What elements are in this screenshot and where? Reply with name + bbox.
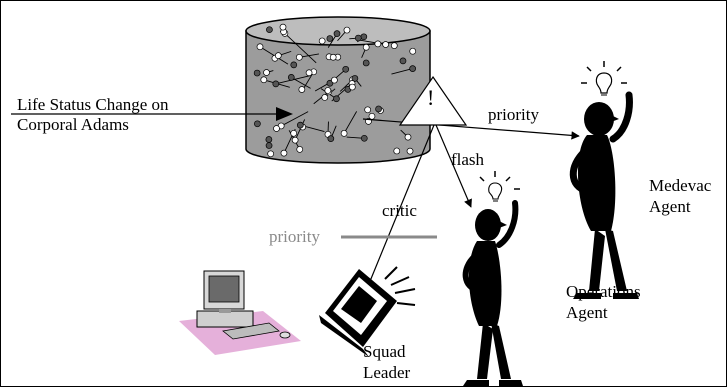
desktop-computer-icon [179,270,301,355]
database-node [291,136,299,144]
database-node [333,95,340,103]
database-node [326,35,334,42]
alert-mark: ! [427,85,435,110]
database-node [348,83,356,91]
database-node [265,136,273,143]
database-node [290,61,298,69]
operations-agent-label-line-1: Operations [566,282,641,301]
database-icon [245,16,431,164]
database-node [360,134,368,142]
database-node [368,112,376,120]
database-node [382,41,390,48]
flash-label: flash [451,150,485,169]
database-link [291,76,311,89]
database-node [260,76,268,84]
database-node [354,34,362,42]
database-node [321,94,329,101]
database-node [364,106,372,114]
database-node [406,147,414,155]
flash-arrow-operations [435,124,472,208]
squad-leader-label-line-2: Leader [363,363,411,382]
event-input-arrowhead [276,107,293,121]
database-node [256,43,264,51]
squad-leader-label-line-1: Squad [363,342,406,361]
operations-agent-label-line-2: Agent [566,303,608,322]
database-node [327,135,335,143]
database-node [375,105,382,113]
database-node [266,26,273,34]
database-node-network [253,23,417,158]
database-node [374,40,382,48]
database-node [340,129,348,137]
critic-label: critic [382,201,417,220]
operations-agent-figure-icon [462,171,523,386]
priority-gray-label: priority [269,227,320,246]
medevac-agent-label-line-2: Agent [649,197,691,216]
medevac-agent-label-line-1: Medevac [649,176,712,195]
database-node [333,30,341,38]
database-node [265,142,273,149]
database-node [362,59,370,67]
event-label-line-1: Life Status Change on [17,95,169,114]
database-node [254,120,261,128]
database-link [391,68,413,75]
database-node [326,79,334,87]
database-node [287,74,295,81]
event-label-line-2: Corporal Adams [17,115,129,134]
database-node [409,47,417,55]
database-node [267,150,275,158]
database-node [331,76,338,84]
database-node [279,23,287,31]
database-node [290,129,298,137]
database-link [359,39,386,45]
database-node [362,43,370,51]
database-node [393,147,401,155]
database-link [294,119,306,141]
database-node [263,69,270,76]
database-node [399,57,407,65]
lightbulb-icon [581,61,627,96]
database-node [351,75,359,82]
database-node [253,69,261,77]
database-node [296,146,304,153]
database-link [343,111,358,134]
database-node [324,87,332,94]
alert-triangle-icon [398,75,468,126]
database-node [329,53,337,61]
medevac-agent-figure-icon [569,61,639,299]
database-link [284,33,317,64]
database-node [295,53,303,61]
database-node [390,42,398,49]
database-node [298,86,306,93]
database-node [273,125,280,132]
database-node [305,69,313,77]
database-node [343,26,351,34]
database-node [318,37,326,45]
priority-arrow-medevac [362,118,580,140]
database-link [302,71,315,91]
critic-arrow-squad-leader [364,124,435,292]
database-node [342,65,350,73]
database-node [404,133,412,141]
lightbulb-icon [479,171,520,202]
database-node [272,80,280,88]
database-node [360,33,368,41]
database-node [274,52,282,60]
laptop-computer-icon [319,266,416,357]
database-node [280,149,288,157]
database-node [296,121,304,129]
database-node [409,65,416,72]
priority-label: priority [488,105,539,124]
